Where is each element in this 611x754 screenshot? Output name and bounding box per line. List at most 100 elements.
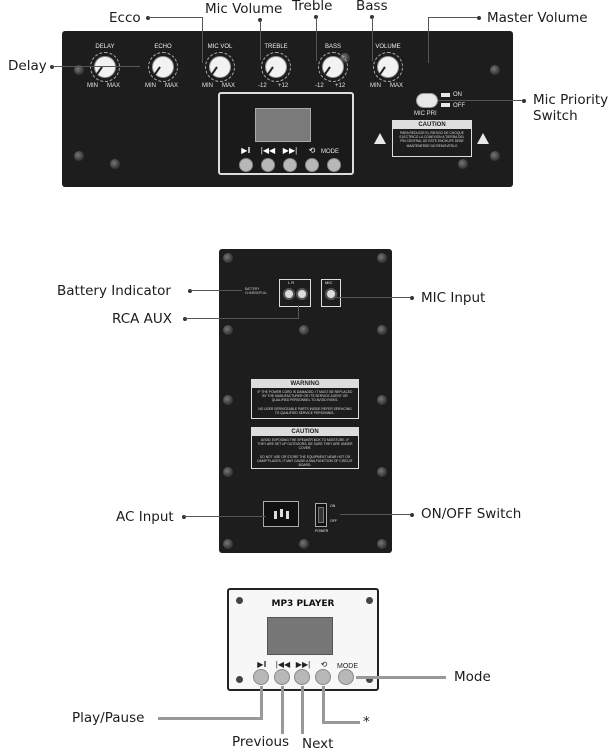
next-button[interactable] (294, 669, 310, 685)
knob-cap[interactable] (152, 56, 174, 78)
callout-next: Next (302, 736, 334, 752)
caution-title: CAUTION (393, 121, 471, 129)
next-button[interactable] (283, 158, 297, 172)
next-icon: ▶▶| (295, 660, 311, 669)
screw (236, 676, 243, 683)
mic-pri-label: MIC PRI (414, 111, 437, 117)
caution-text: PARA REDUCIR EL RIESGO DE CHOQUE ELECTRI… (399, 131, 465, 148)
knob-max-label: MAX (222, 83, 236, 89)
screw (223, 253, 233, 263)
callout-rca-aux: RCA AUX (112, 311, 173, 327)
knob-pointer (379, 66, 386, 75)
knob-min-label: MIN (145, 83, 156, 89)
knob-ring (373, 52, 403, 82)
leader-line-previous (281, 686, 284, 734)
knob-echo[interactable]: ECHO MIN MAX (140, 39, 186, 91)
knob-bass[interactable]: BASS-12+12 (310, 39, 356, 91)
mp3-display (255, 108, 311, 142)
callout-dot (146, 16, 150, 20)
callout-master-volume: Master Volume (487, 10, 588, 26)
knob-cap[interactable] (265, 56, 287, 78)
switch-off-label: OFF (453, 103, 465, 109)
knob-max-label: MAX (165, 83, 179, 89)
power-switch[interactable] (315, 503, 327, 527)
ac-input-socket[interactable] (263, 501, 299, 527)
leader-line-play-pause (260, 686, 263, 720)
leader-line-ecco (148, 17, 202, 18)
caution-label: CAUTION PARA REDUCIR EL RIESGO DE CHOQUE… (392, 120, 472, 157)
battery-indicator-label: BATTERY CHARGE/FULL (245, 287, 267, 295)
callout-delay: Delay (8, 58, 47, 74)
screw (458, 159, 468, 169)
caution-text-1: AVOID EXPOSING THE SPEAKER BOX TO MOISTU… (257, 438, 353, 451)
screw (377, 253, 387, 263)
knob-ring (148, 52, 178, 82)
battery-text-1: BATTERY (245, 287, 260, 291)
knob-cap[interactable] (377, 56, 399, 78)
leader-line-ecco (202, 17, 203, 63)
screw (223, 539, 233, 549)
callout-dot (410, 513, 414, 517)
play-pause-icon: ▶‖ (241, 146, 251, 155)
warning-triangle-icon (477, 133, 489, 144)
switch-rocker (318, 507, 324, 523)
warning-title: WARNING (252, 380, 358, 388)
knob-max-label: +12 (335, 83, 346, 89)
previous-button[interactable] (261, 158, 275, 172)
rca-label: L R (288, 280, 295, 285)
knob-treble[interactable]: TREBLE-12+12 (253, 39, 299, 91)
mic-priority-switch[interactable] (416, 93, 438, 108)
leader-line-play-pause (158, 717, 263, 720)
knob-pointer (154, 66, 161, 75)
knob-pointer (96, 66, 103, 75)
previous-button[interactable] (274, 669, 290, 685)
knob-ring (90, 52, 120, 82)
screw (74, 65, 84, 75)
leader-line-repeat (322, 721, 360, 724)
screw (74, 151, 84, 161)
callout-mic-priority: Mic Priority (533, 92, 609, 108)
screw (366, 597, 373, 604)
knob-label: MIC VOL (207, 44, 233, 50)
warning-triangle-icon (374, 133, 386, 144)
knob-min-label: MIN (370, 83, 381, 89)
callout-treble: Treble (292, 0, 333, 14)
callout-battery-indicator: Battery Indicator (57, 283, 171, 299)
warning-label: WARNING IF THE POWER CORD IS DAMAGED, IT… (251, 379, 359, 419)
callout-mic-priority-switch: Switch (533, 108, 578, 124)
screw (223, 325, 233, 335)
play-pause-button[interactable] (253, 669, 269, 685)
rca-jack-right[interactable] (296, 288, 308, 300)
knob-min-label: -12 (258, 83, 267, 89)
knob-cap[interactable] (322, 56, 344, 78)
callout-ecco: Ecco (109, 10, 141, 26)
knob-label: ECHO (154, 44, 172, 50)
knob-ring (318, 52, 348, 82)
back-panel: BATTERY CHARGE/FULL L R MIC WARNING IF T… (219, 249, 392, 553)
knob-cap[interactable] (94, 56, 116, 78)
knob-max-label: MAX (107, 83, 121, 89)
callout-dot (410, 296, 414, 300)
mode-button[interactable] (327, 158, 341, 172)
repeat-button[interactable] (305, 158, 319, 172)
knob-label: BASS (324, 44, 341, 50)
ac-pin (286, 511, 289, 519)
callout-dot (188, 289, 192, 293)
rca-jack-left[interactable] (283, 288, 295, 300)
previous-icon: |◀◀ (275, 660, 291, 669)
mode-label: MODE (337, 663, 358, 670)
play-pause-button[interactable] (239, 158, 253, 172)
repeat-button[interactable] (315, 669, 331, 685)
repeat-icon: ⟲ (308, 146, 316, 155)
knob-cap[interactable] (209, 56, 231, 78)
caution-text-2: DO NOT USE OR STORE THE EQUIPMENT NEAR H… (257, 454, 353, 468)
callout-previous: Previous (232, 734, 290, 750)
warning-text-1: IF THE POWER CORD IS DAMAGED, IT MUST BE… (257, 390, 353, 403)
mic-jack[interactable] (325, 288, 337, 300)
callout-dot (477, 16, 481, 20)
mode-button[interactable] (338, 669, 354, 685)
